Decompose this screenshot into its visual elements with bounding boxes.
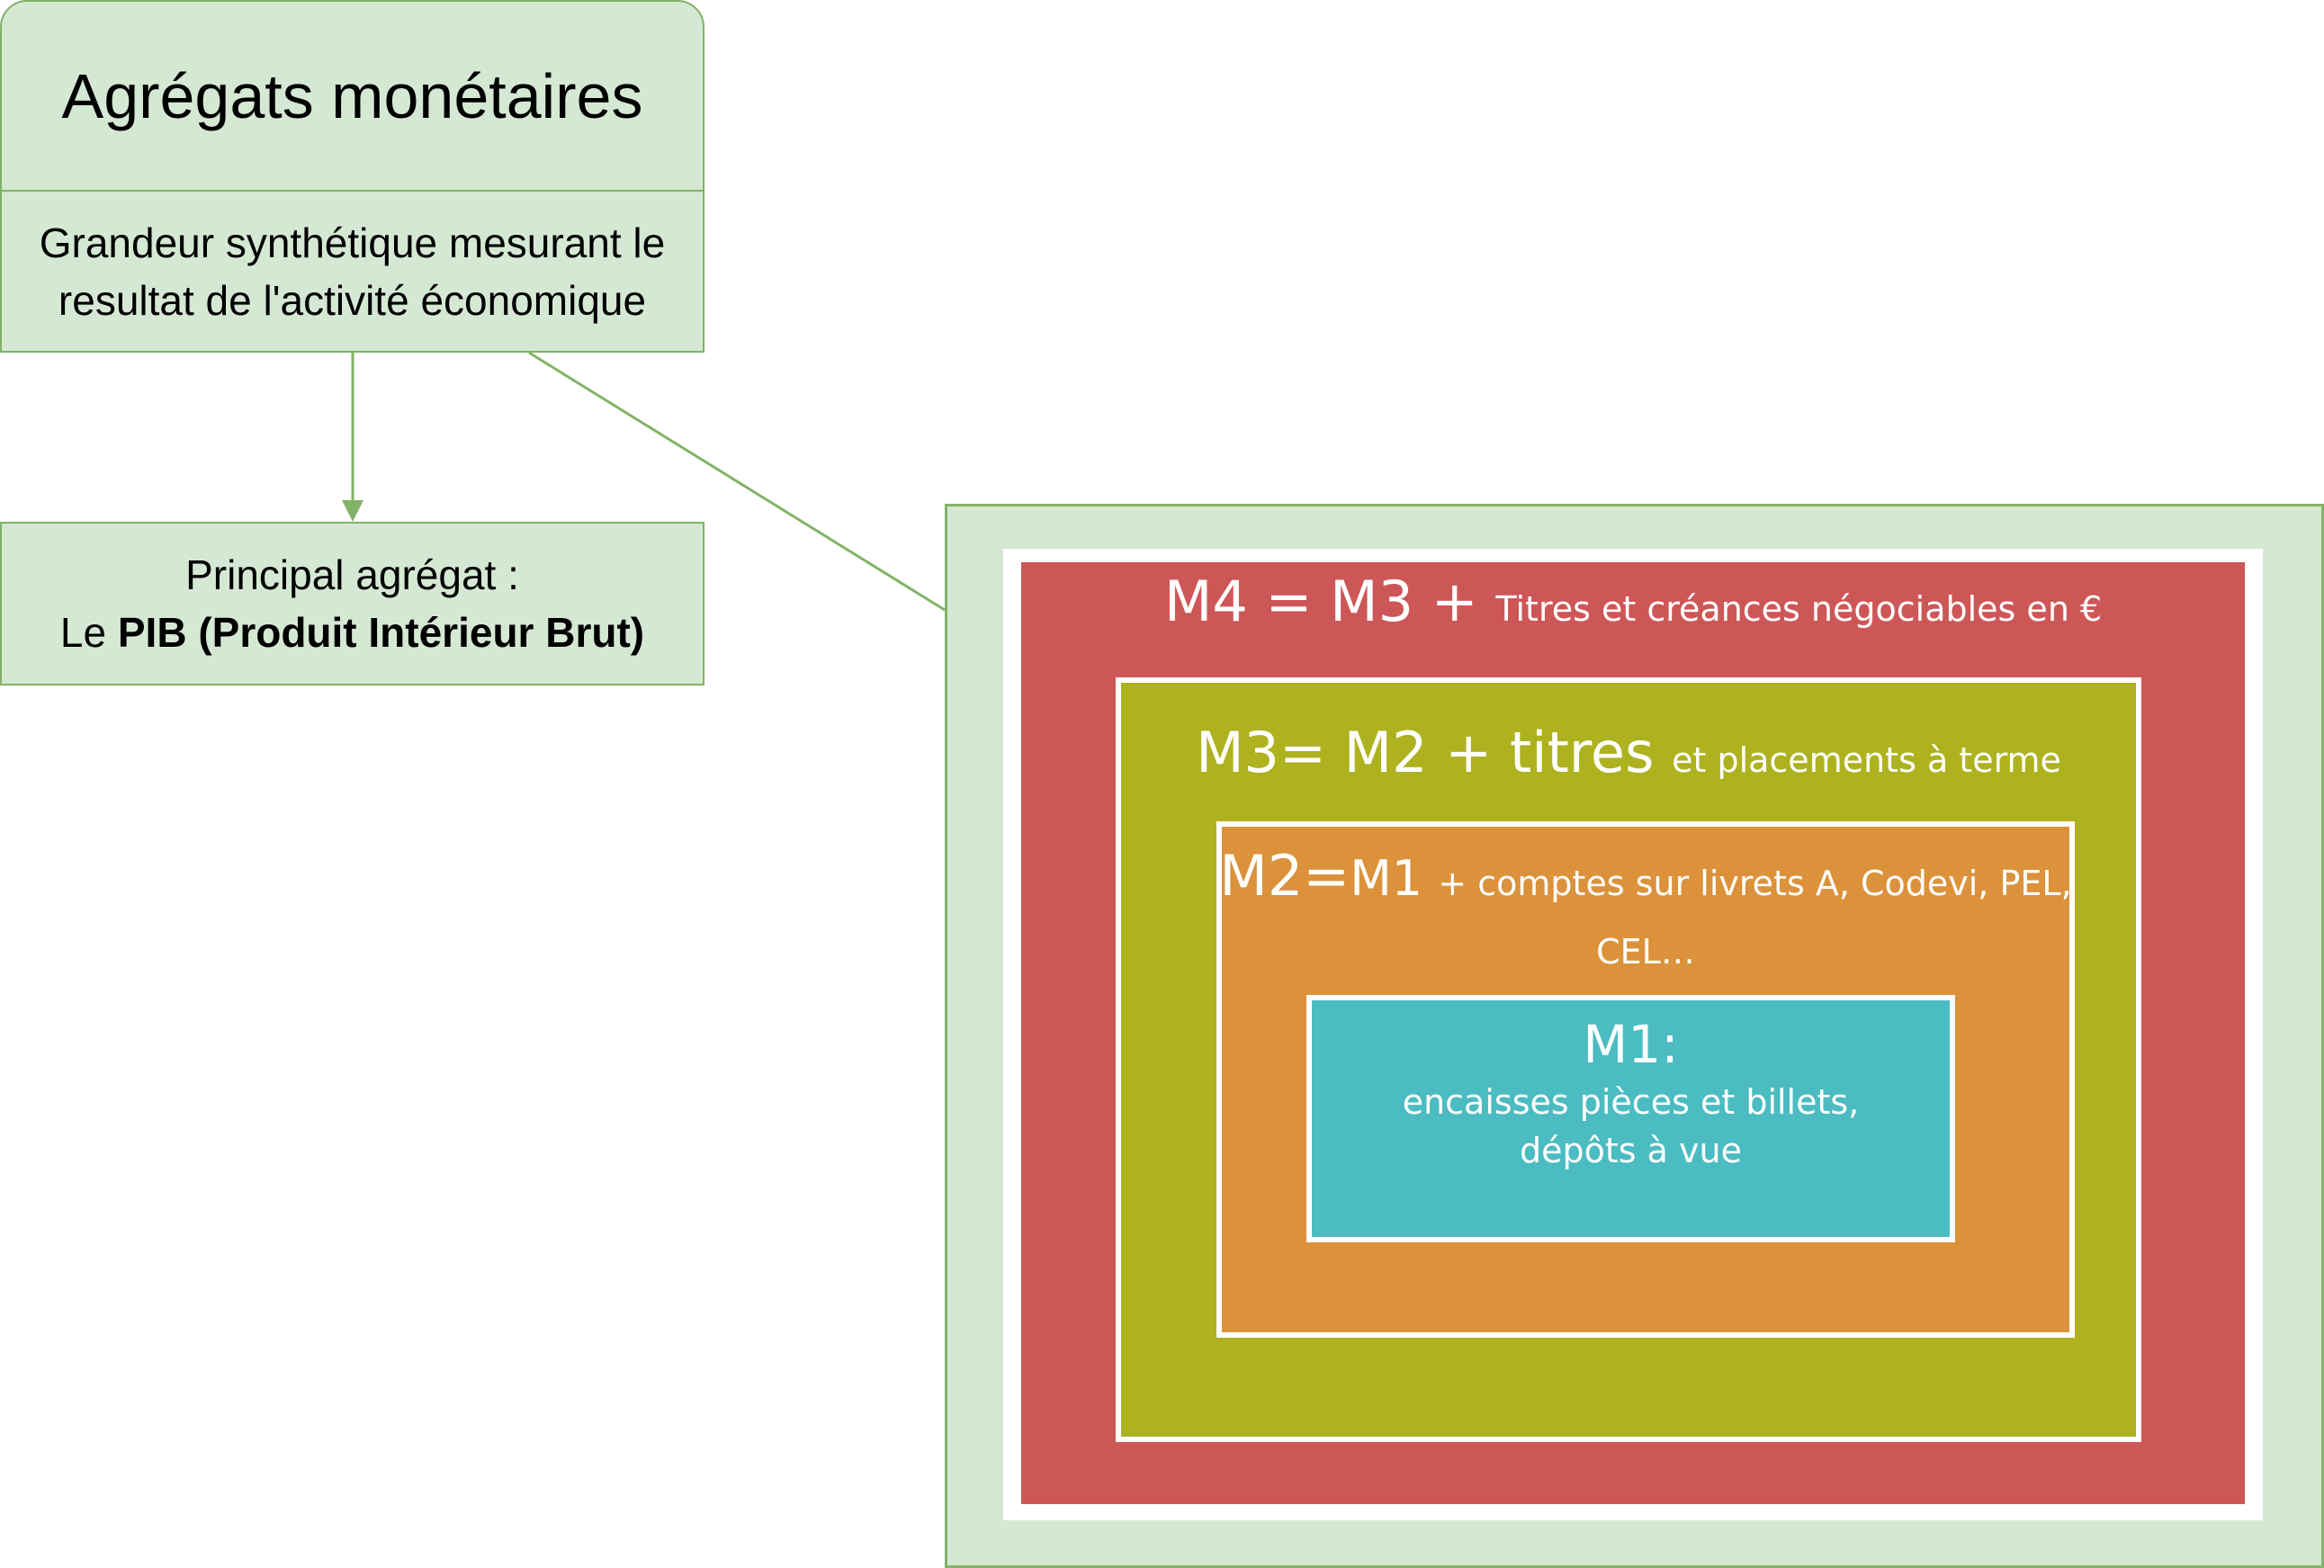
title-text: Agrégats monétaires [61,60,643,131]
m2-main: M2= [1219,843,1350,909]
pib-bold: PIB (Produit Intérieur Brut) [117,609,645,656]
description-text: Grandeur synthétique mesurant le resulta… [39,219,666,324]
m3-main: M3= M2 + titres [1196,720,1673,785]
arrow-head [342,500,363,522]
m2-label: M2=M1 + comptes sur livrets A, Codevi, P… [1216,846,2075,990]
m1-label: M1: encaisses pièces et billets, dépôts … [1306,1011,1955,1175]
pib-line1: Principal agrégat : [185,551,519,598]
pib-box: Principal agrégat : Le PIB (Produit Inté… [0,522,704,685]
m4-label: M4 = M3 + Titres et créances négociables… [1021,569,2245,634]
m1-main: M1: [1583,1014,1679,1075]
m2-main2: M1 [1350,850,1439,907]
m4-detail: Titres et créances négociables en € [1495,589,2103,629]
m4-main: M4 = M3 + [1163,569,1496,634]
m3-label: M3= M2 + titres et placements à terme [1116,720,2141,785]
m2-detail: + comptes sur livrets A, Codevi, PEL, CE… [1438,864,2072,972]
m1-detail: encaisses pièces et billets, dépôts à vu… [1402,1082,1860,1170]
m3-detail: et placements à terme [1672,740,2061,780]
pib-prefix: Le [59,609,118,656]
title-box: Agrégats monétaires [0,0,704,192]
m1-box [1306,995,1955,1242]
pib-line2: Le PIB (Produit Intérieur Brut) [60,604,644,661]
description-box: Grandeur synthétique mesurant le resulta… [0,190,704,353]
